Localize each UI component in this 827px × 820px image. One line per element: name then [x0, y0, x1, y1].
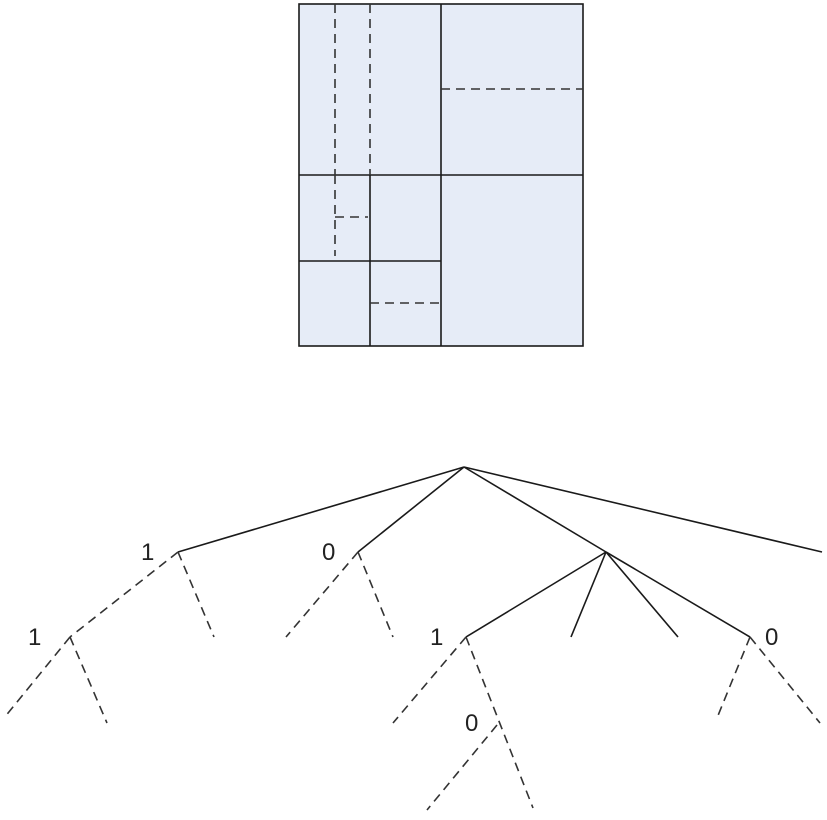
tree-edge: [465, 551, 607, 638]
tree-edge-dashed: [749, 636, 821, 724]
node-flag-label: 1: [430, 624, 443, 651]
tree-edge-dashed: [285, 551, 359, 638]
tree-edge: [605, 551, 679, 638]
tree-edge-dashed: [177, 551, 215, 638]
partition-tree: 1 0 1 1 0 0: [3, 466, 823, 811]
tree-edge: [177, 466, 465, 553]
node-flag-label: 1: [28, 624, 41, 651]
node-flag-label: 1: [141, 539, 154, 566]
tree-edge-dashed: [357, 551, 394, 638]
tree-edge: [463, 466, 823, 553]
tree-edge: [570, 551, 607, 638]
tree-edge-dashed: [392, 636, 467, 724]
tree-edge: [357, 466, 465, 553]
tree-edge: [605, 551, 751, 638]
block-partition: [298, 3, 584, 347]
node-flag-label: 0: [465, 710, 478, 737]
tree-edge-dashed: [69, 551, 179, 638]
node-flag-label: 0: [765, 624, 778, 651]
tree-edge-dashed: [3, 636, 71, 719]
tree-edge-dashed: [716, 636, 751, 719]
node-flag-label: 0: [322, 539, 335, 566]
tree-edge-dashed: [465, 636, 534, 809]
tree-edge: [463, 466, 607, 553]
tree-edge-dashed: [69, 636, 108, 724]
tree-edge-dashed: [426, 724, 498, 811]
